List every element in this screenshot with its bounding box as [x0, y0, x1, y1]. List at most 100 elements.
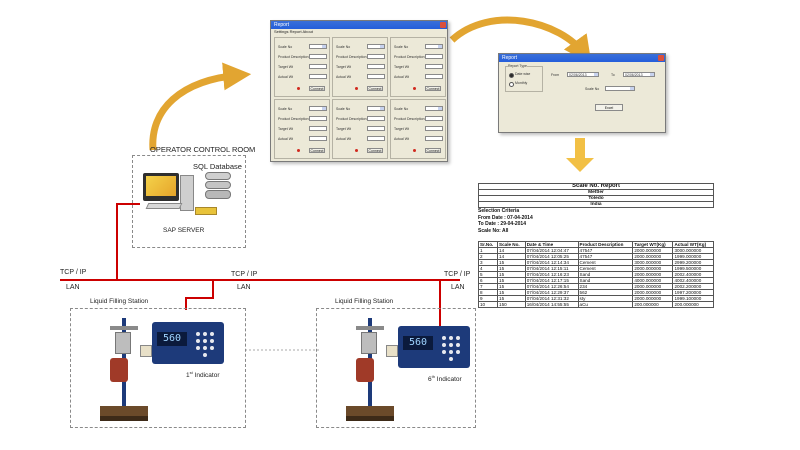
arrow-app-to-report — [449, 16, 592, 65]
target-field[interactable] — [309, 126, 327, 131]
close-icon[interactable] — [658, 55, 664, 61]
actual-field[interactable] — [367, 74, 385, 79]
from-label: From — [551, 73, 560, 77]
connect-button[interactable]: Connect — [425, 86, 441, 91]
connect-button[interactable]: Connect — [309, 86, 325, 91]
close-icon[interactable] — [440, 22, 446, 28]
product-field[interactable] — [309, 54, 327, 59]
target-label: Target Wt — [336, 127, 351, 131]
product-field[interactable] — [425, 54, 443, 59]
status-led-icon — [355, 87, 358, 90]
report-type-group — [505, 66, 543, 92]
scale-no-label: Scale No — [336, 107, 351, 111]
app-window-menubar[interactable]: Settings Report About — [274, 29, 313, 34]
scale-no-label: Scale No — [394, 107, 409, 111]
scale-no-label: Scale No — [394, 45, 409, 49]
scale-no-select[interactable] — [309, 106, 327, 111]
computer-keyboard — [145, 203, 183, 209]
report-cell: 150 — [497, 301, 526, 308]
product-field[interactable] — [425, 116, 443, 121]
target-field[interactable] — [425, 126, 443, 131]
lan-label-2: LAN — [237, 284, 251, 291]
selection-criteria-label: Selection Criteria — [478, 208, 520, 214]
actual-label: Actual Wt — [394, 75, 409, 79]
scale-no-select[interactable] — [425, 44, 443, 49]
connect-button[interactable]: Connect — [367, 148, 383, 153]
report-cell: 200.000000 — [632, 301, 674, 308]
target-label: Target Wt — [278, 127, 293, 131]
connect-button[interactable]: Connect — [309, 148, 325, 153]
sap-server-label: SAP SERVER — [163, 227, 205, 234]
scale-no-select[interactable] — [309, 44, 327, 49]
report-cell: aCu — [577, 301, 634, 308]
to-date-line: To Date : 29-04-2014 — [478, 221, 526, 227]
report-cell: 16/04/2014 14:55:55 — [524, 301, 579, 308]
connect-button[interactable]: Connect — [367, 86, 383, 91]
target-field[interactable] — [367, 64, 385, 69]
station-1-machine — [100, 318, 148, 423]
target-field[interactable] — [367, 126, 385, 131]
station-6-title: Liquid Filling Station — [335, 298, 394, 305]
station-6-display: 560 — [403, 336, 433, 350]
status-led-icon — [297, 87, 300, 90]
product-label: Product Description — [278, 117, 309, 121]
sql-database-label: SQL Database — [193, 162, 242, 171]
scale-no-select[interactable] — [367, 106, 385, 111]
station-6-indicator-label: 6th Indicator — [428, 374, 462, 384]
radio-date-wise[interactable] — [509, 73, 514, 78]
actual-field[interactable] — [309, 136, 327, 141]
actual-label: Actual Wt — [278, 137, 293, 141]
actual-label: Actual Wt — [394, 137, 409, 141]
computer-tower — [180, 175, 194, 211]
radio-monthly-label: Monthly — [515, 81, 528, 85]
target-field[interactable] — [425, 64, 443, 69]
product-field[interactable] — [367, 116, 385, 121]
report-window: Report Report Type Date wise Monthly Fro… — [498, 53, 666, 133]
report-cell: 200.000000 — [672, 301, 714, 308]
radio-date-wise-label: Date wise — [515, 72, 531, 76]
scale-no-label: Scale No — [336, 45, 351, 49]
scale-no-select[interactable] — [605, 86, 635, 91]
product-label: Product Description — [278, 55, 309, 59]
tcp-label-3: TCP / IP — [444, 271, 471, 278]
status-led-icon — [297, 149, 300, 152]
product-field[interactable] — [367, 54, 385, 59]
lan-label-1: LAN — [66, 284, 80, 291]
scale-no-select[interactable] — [367, 44, 385, 49]
database-icon — [205, 172, 231, 200]
computer-card — [195, 207, 217, 215]
station-6-indicator: 560 — [398, 326, 470, 368]
operator-room-box — [132, 155, 246, 248]
actual-field[interactable] — [425, 74, 443, 79]
operator-room-label: OPERATOR CONTROL ROOM — [150, 145, 256, 154]
station-1-indicator-label: 1st Indicator — [186, 370, 220, 380]
target-label: Target Wt — [278, 65, 293, 69]
station-6-box — [316, 308, 476, 428]
status-led-icon — [413, 149, 416, 152]
connect-button[interactable]: Connect — [425, 148, 441, 153]
to-label: To — [611, 73, 615, 77]
station-6-machine — [346, 318, 394, 423]
to-date-picker[interactable]: 02/06/2013 — [623, 72, 655, 77]
actual-field[interactable] — [425, 136, 443, 141]
monitor-screen — [146, 176, 176, 196]
actual-field[interactable] — [309, 74, 327, 79]
radio-monthly[interactable] — [509, 82, 514, 87]
scale-no-select[interactable] — [425, 106, 443, 111]
actual-field[interactable] — [367, 136, 385, 141]
from-date-picker[interactable]: 02/06/2013 — [567, 72, 599, 77]
actual-label: Actual Wt — [278, 75, 293, 79]
station-6-junction-box — [386, 345, 398, 357]
tcp-label-1: TCP / IP — [60, 269, 87, 276]
target-field[interactable] — [309, 64, 327, 69]
excel-button[interactable]: Excel — [595, 104, 623, 111]
report-type-label: Report Type — [508, 64, 528, 68]
product-field[interactable] — [309, 116, 327, 121]
target-label: Target Wt — [394, 65, 409, 69]
from-date-line: From Date : 07-04-2014 — [478, 214, 533, 221]
station-1-box — [70, 308, 246, 428]
